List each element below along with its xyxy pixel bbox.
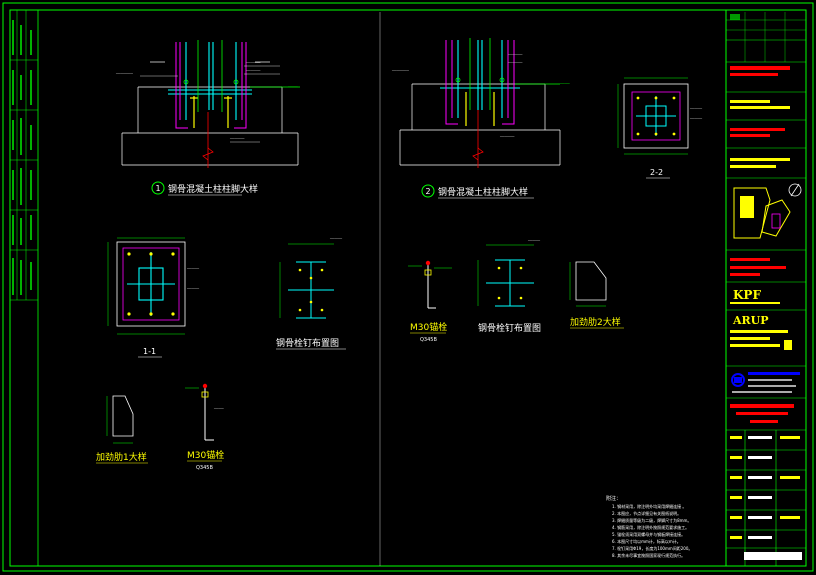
note-line: 6. 本图尺寸均以mm计，标高以m计。 bbox=[612, 538, 681, 544]
general-notes: 附注： 1. 钢材采用，除注明外均采用焊缝连接 。 2. 本图应，节点详细见有关… bbox=[606, 495, 692, 558]
section-2-2-label: 2-2 bbox=[650, 168, 663, 177]
bolt-right-grade: Q345B bbox=[420, 337, 437, 343]
stiffener-2-caption: 加劲肋2大样 bbox=[570, 316, 621, 328]
svg-text:──────: ────── bbox=[507, 60, 523, 65]
svg-text:────: ──── bbox=[213, 406, 224, 411]
bolt-left-grade: Q345B bbox=[196, 465, 213, 471]
svg-text:─────: ───── bbox=[689, 116, 703, 121]
stud-layout-right: ───── 钢骨栓钉布置图 bbox=[477, 238, 541, 334]
section-1-1-label: 1-1 bbox=[143, 347, 156, 356]
stud-layout-left: ───── 钢骨栓钉布置图 bbox=[276, 236, 346, 350]
stiffener-2-detail: 加劲肋2大样 bbox=[569, 261, 624, 329]
detail-2-number: 2 bbox=[425, 187, 430, 196]
note-line: 5. 锚栓须采用双螺母并与钢板焊接连接。 bbox=[612, 531, 685, 537]
svg-text:─────: ───── bbox=[329, 236, 343, 241]
bolt-right-caption: M30锚栓 bbox=[410, 321, 447, 333]
note-line: 3. 焊缝质量等级为二级，焊脚尺寸为8mm。 bbox=[612, 517, 691, 523]
svg-text:─────: ───── bbox=[527, 238, 541, 243]
design-institute-logo bbox=[731, 372, 800, 393]
detail-1-title: 钢骨混凝土柱柱脚大样 bbox=[168, 183, 258, 195]
stiffener-1-detail: 加劲肋1大样 bbox=[96, 395, 148, 464]
left-title-strip bbox=[10, 10, 38, 301]
kpf-logo: KPF bbox=[733, 288, 761, 302]
detail-1-number: 1 bbox=[155, 184, 160, 193]
svg-text:──────: ────── bbox=[245, 68, 261, 73]
svg-text:──────: ────── bbox=[499, 134, 515, 139]
svg-text:─────: ───── bbox=[186, 286, 200, 291]
svg-text:─────: ───── bbox=[689, 106, 703, 111]
section-1-1: ───── ───── 1-1 bbox=[107, 237, 200, 358]
svg-text:──────: ────── bbox=[245, 60, 261, 65]
stud-layout-left-caption: 钢骨栓钉布置图 bbox=[276, 337, 339, 349]
svg-text:──────: ────── bbox=[507, 52, 523, 57]
note-line: 7. 栓钉采用Φ19，长度为100mm间距200。 bbox=[612, 545, 692, 551]
svg-text:────: ──── bbox=[287, 84, 298, 89]
arup-logo: ARUP bbox=[732, 314, 769, 327]
note-line: 1. 钢材采用，除注明外均采用焊缝连接 。 bbox=[612, 503, 686, 509]
svg-text:───────: ─────── bbox=[115, 71, 133, 76]
key-plan bbox=[733, 183, 802, 239]
stiffener-1-caption: 加劲肋1大样 bbox=[96, 451, 147, 463]
svg-text:───────: ─────── bbox=[391, 68, 409, 73]
stud-layout-right-caption: 钢骨栓钉布置图 bbox=[478, 322, 541, 334]
svg-text:──────: ────── bbox=[229, 136, 245, 141]
note-line: 2. 本图应，节点详细见有关图纸说明。 bbox=[612, 510, 681, 516]
anchor-bolt-right: M30锚栓 Q345B bbox=[408, 260, 452, 343]
detail-2-title: 钢骨混凝土柱柱脚大样 bbox=[438, 186, 528, 198]
section-2-2: ───── ───── 2-2 bbox=[617, 77, 703, 179]
note-line: 4. 钢筋采用，除注明外按照规范要求施工。 bbox=[612, 524, 689, 530]
detail-2-elevation: ─────── ────── ────── ────── ──── 2 钢骨混凝… bbox=[391, 38, 570, 199]
svg-text:─────: ───── bbox=[186, 266, 200, 271]
svg-text:────: ──── bbox=[559, 81, 570, 86]
anchor-bolt-left: ──── M30锚栓 Q345B bbox=[185, 383, 224, 471]
title-block: KPF ARUP bbox=[726, 12, 806, 566]
notes-heading: 附注： bbox=[606, 495, 621, 502]
note-line: 8. 其余未尽事宜按照国家现行规范执行。 bbox=[612, 552, 685, 558]
detail-1-elevation: ─────── ────── ────── ────── ──── 1 钢骨混凝… bbox=[115, 40, 300, 196]
bolt-left-caption: M30锚栓 bbox=[187, 449, 224, 461]
